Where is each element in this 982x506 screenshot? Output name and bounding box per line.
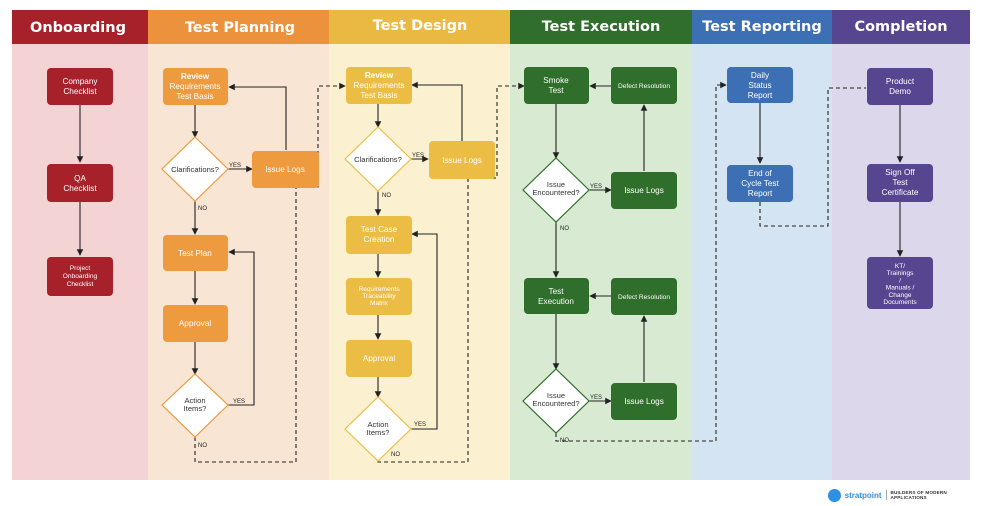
design-header (329, 10, 510, 44)
execution-issue-logs-node-2: Issue Logs (611, 383, 677, 420)
planning-clarifications-decision: Clarifications? (161, 136, 229, 202)
onboarding-header (12, 10, 148, 44)
execution-issue2-no: NO (560, 438, 569, 444)
planning-header (148, 10, 329, 44)
svg-text:Defect Resolution: Defect Resolution (618, 83, 670, 90)
planning-clarifications-yes: YES (229, 163, 241, 169)
planning-action-no: NO (198, 443, 207, 449)
svg-text:Issue Logs: Issue Logs (624, 397, 664, 406)
svg-text:Issue Logs: Issue Logs (265, 165, 305, 174)
execution-issue2-yes: YES (590, 395, 602, 401)
svg-text:Clarifications?: Clarifications? (171, 165, 219, 174)
defect-resolution-node-2: Defect Resolution (611, 278, 677, 315)
design-clarifications-decision: Clarifications? (344, 126, 412, 192)
logo-mark-icon (828, 488, 841, 502)
design-action-yes: YES (414, 422, 426, 428)
execution-header (510, 10, 692, 44)
svg-text:Approval: Approval (179, 319, 211, 328)
design-lane (329, 44, 510, 480)
company-logo: stratpoint BUILDERS OF MODERN APPLICATIO… (828, 487, 982, 503)
execution-issue-logs-node-1: Issue Logs (611, 172, 677, 209)
planning-clarifications-no: NO (198, 206, 207, 212)
design-clarifications-no: NO (382, 193, 391, 199)
svg-text:Test Plan: Test Plan (178, 249, 212, 258)
svg-text:Issue Logs: Issue Logs (442, 156, 482, 165)
design-action-no: NO (391, 452, 400, 458)
defect-resolution-node-1: Defect Resolution (611, 67, 677, 104)
planning-title: Test Planning (185, 20, 295, 36)
design-approval-node: Approval (346, 340, 412, 377)
design-issue-logs-node: Issue Logs (429, 141, 495, 179)
svg-text:Issue Logs: Issue Logs (624, 186, 664, 195)
onboarding-title: Onboarding (30, 20, 126, 36)
planning-action-yes: YES (233, 399, 245, 405)
reporting-lane (692, 44, 832, 480)
design-clarifications-yes: YES (412, 153, 424, 159)
completion-header (832, 10, 970, 44)
execution-issue1-no: NO (560, 226, 569, 232)
execution-issue1-yes: YES (590, 184, 602, 190)
reporting-title: Test Reporting (702, 19, 822, 35)
reporting-header (692, 10, 832, 44)
completion-title: Completion (854, 19, 947, 35)
planning-issue-logs-node: Issue Logs (252, 151, 319, 188)
logo-brand: stratpoint (844, 490, 882, 500)
logo-divider (885, 490, 887, 500)
svg-text:Defect Resolution: Defect Resolution (618, 294, 670, 301)
design-title: Test Design (373, 18, 468, 34)
execution-title: Test Execution (542, 19, 661, 35)
svg-text:Clarifications?: Clarifications? (354, 155, 402, 164)
planning-approval-node: Approval (163, 305, 228, 342)
svg-text:Approval: Approval (363, 354, 395, 363)
test-plan-node: Test Plan (163, 235, 228, 271)
logo-tagline: BUILDERS OF MODERN APPLICATIONS (890, 490, 947, 500)
